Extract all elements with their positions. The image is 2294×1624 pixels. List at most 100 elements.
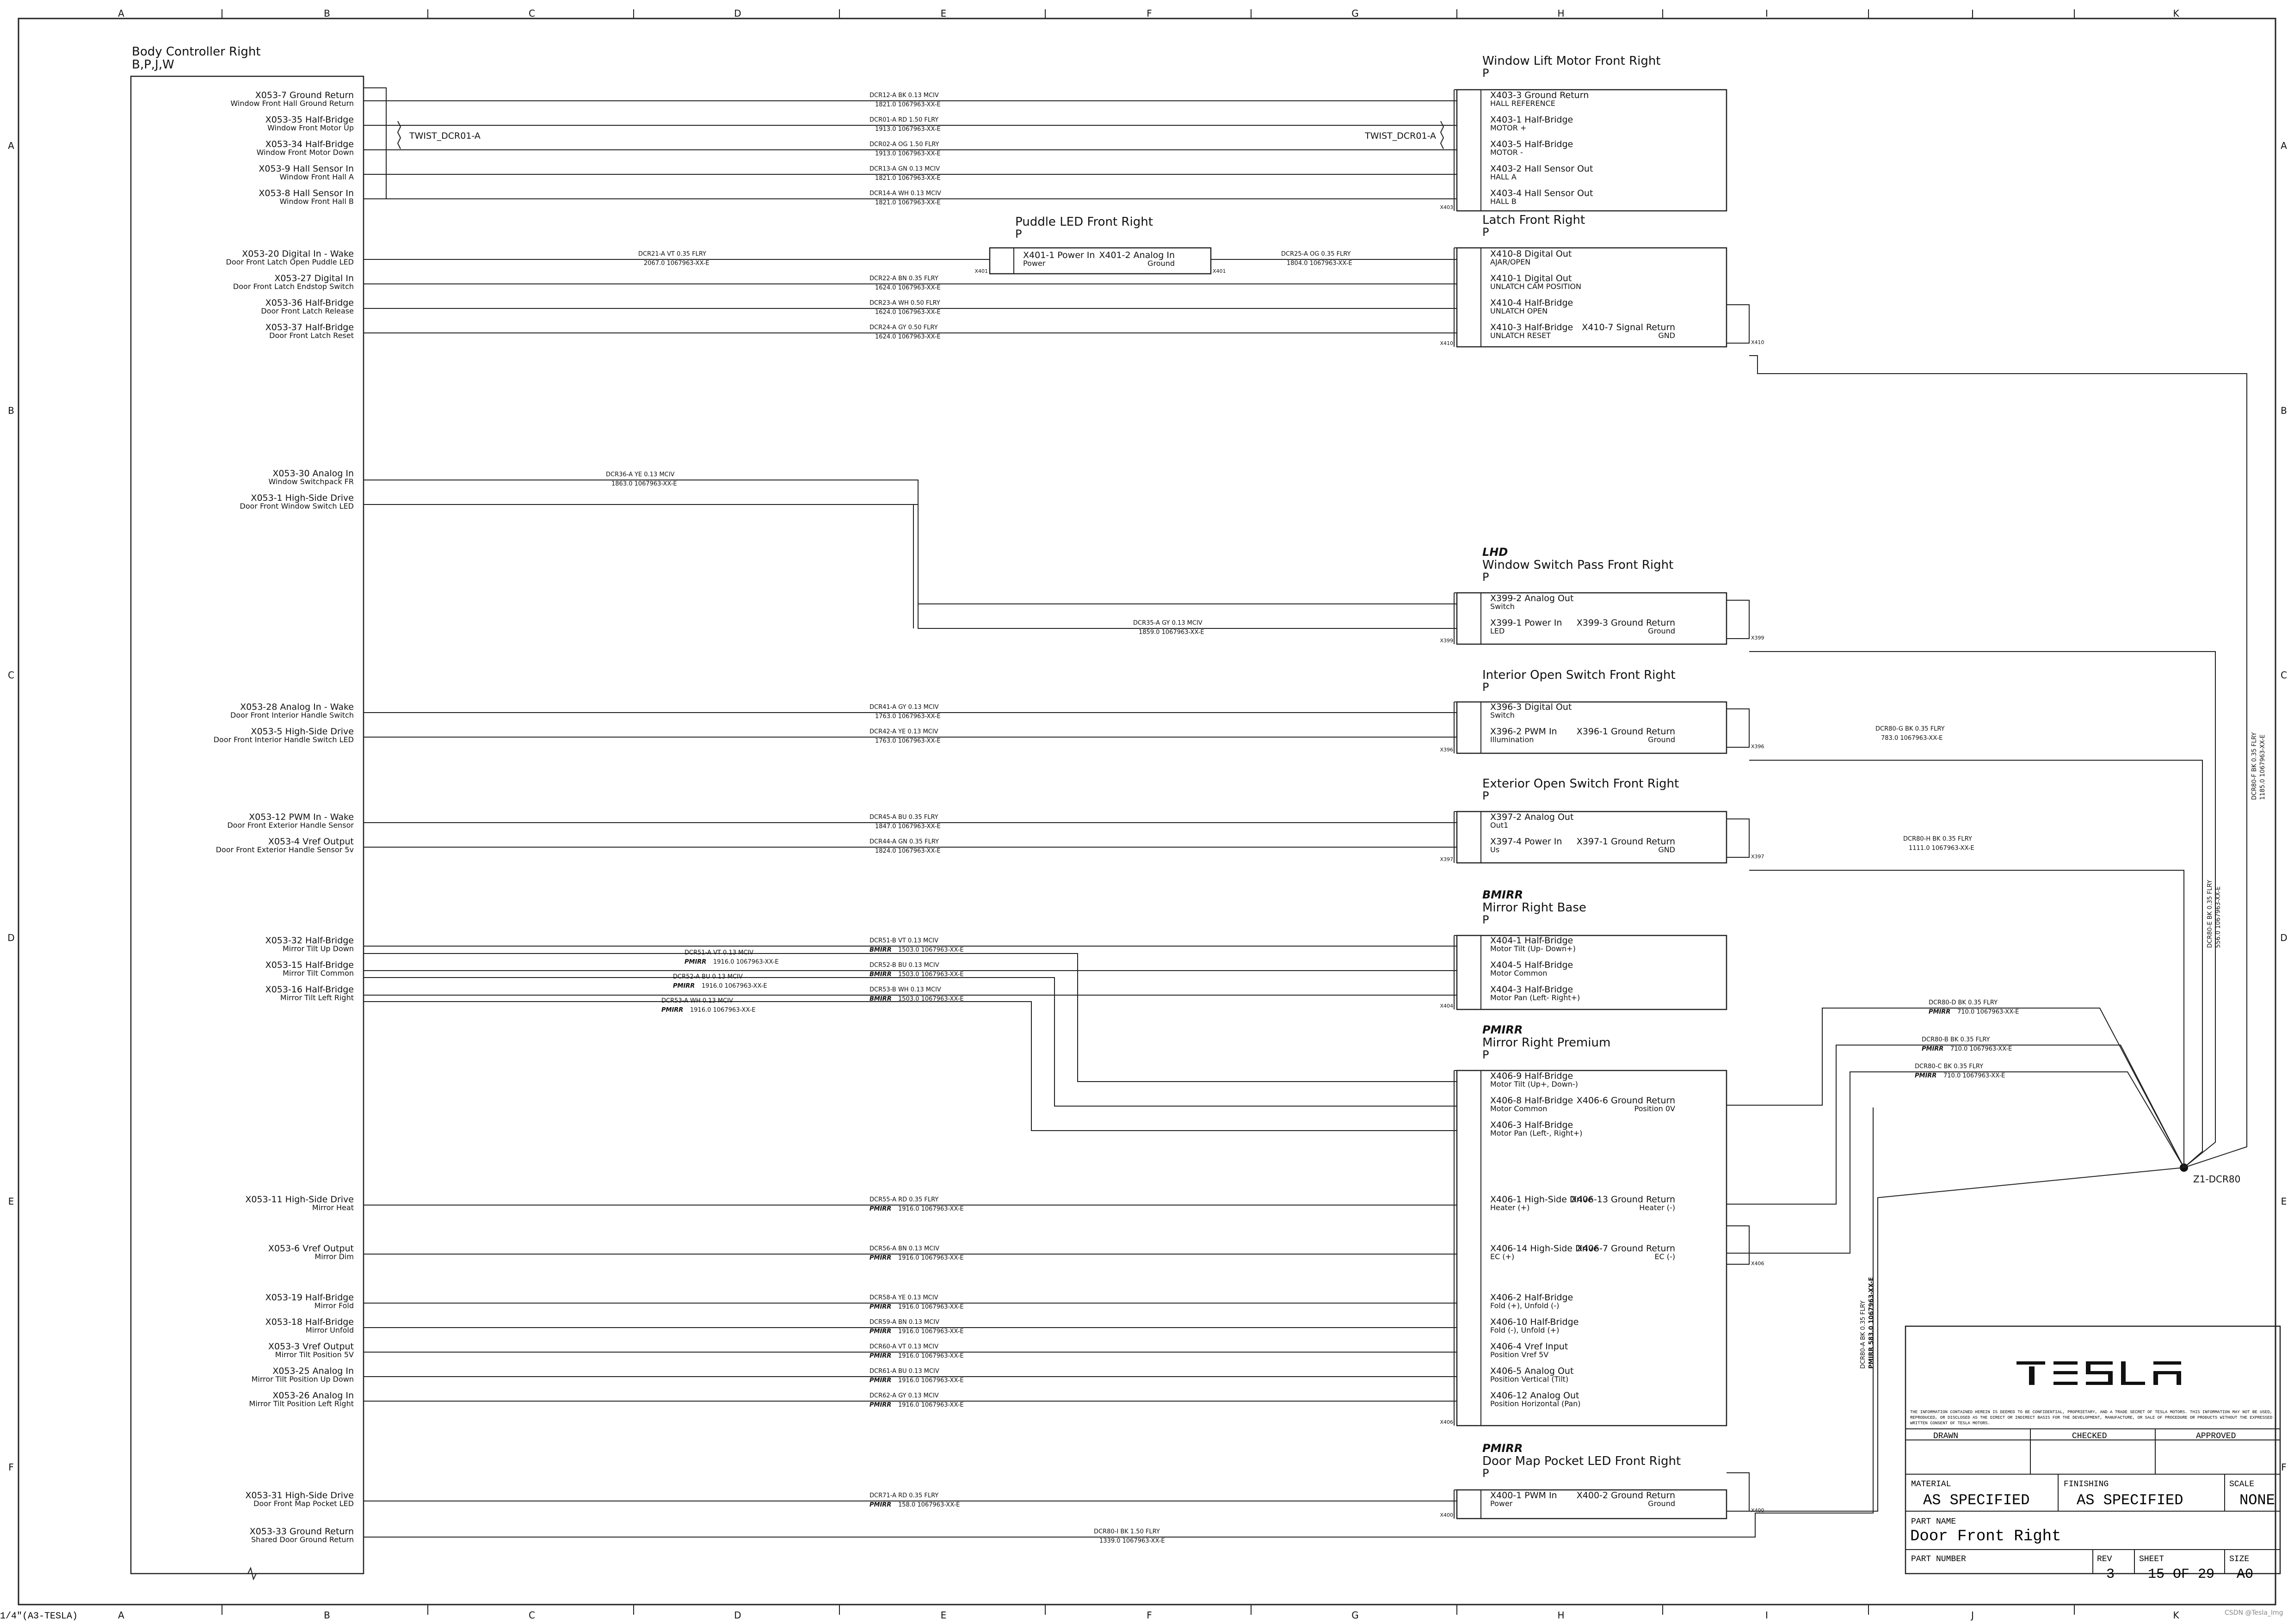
component-pin-label: X403-5 Half-Bridge: [1490, 139, 1573, 149]
ground-wire: [1749, 651, 2216, 1168]
grid-col-label-top: B: [324, 8, 330, 19]
wire-tag: PMIRR: [870, 1377, 891, 1384]
controller-pin-label: X053-18 Half-Bridge: [265, 1317, 354, 1327]
controller-pin-label: X053-3 Vref Output: [268, 1341, 354, 1352]
puddle-right-pin: X401-2 Analog In: [1099, 250, 1175, 260]
puddle-title: Puddle LED Front Right: [1015, 215, 1153, 229]
wire: [364, 977, 1457, 1107]
grid-row-label-right: B: [2281, 405, 2287, 416]
wire: [364, 504, 1457, 629]
controller-box: [130, 75, 364, 1575]
component-pin-label: X403-4 Hall Sensor Out: [1490, 188, 1593, 198]
wire-label: DCR58-A YE 0.13 MCIV: [870, 1294, 938, 1301]
grid-col-label-top: H: [1557, 8, 1564, 19]
ground-wire-label: DCR80-H BK 0.35 FLRY: [1903, 836, 1972, 843]
vwire-label: DCR80-A BK 0.35 FLRY: [1860, 1300, 1867, 1369]
vwire-sub: 1185.0 1067963-XX-E: [2259, 734, 2266, 800]
wire-label: DCR41-A GY 0.13 MCIV: [870, 704, 939, 711]
component-pin-desc: Switch: [1490, 711, 1515, 720]
wire-sub: 158.0 1067963-XX-E: [898, 1501, 960, 1508]
component-title: Exterior Open Switch Front Right: [1482, 777, 1679, 791]
controller-pin-label: X053-28 Analog In - Wake: [240, 702, 354, 712]
size-label: SIZE: [2229, 1555, 2250, 1564]
ground-wire-tag: PMIRR: [1929, 1009, 1950, 1015]
ground-wire-tag: PMIRR: [1922, 1046, 1943, 1052]
component-pin-desc: Out1: [1490, 821, 1508, 830]
title-block: THE INFORMATION CONTAINED HEREIN IS DEEM…: [1906, 1326, 2280, 1582]
watermark: CSDN @Tesla_Img: [2225, 1609, 2283, 1617]
component-pin-label: X406-10 Half-Bridge: [1490, 1317, 1579, 1327]
component-pin-label: X406-5 Analog Out: [1490, 1366, 1573, 1376]
grid-row-label-right: D: [2280, 932, 2287, 943]
component-pin-desc: MOTOR -: [1490, 148, 1523, 157]
wire-sub: 1916.0 1067963-XX-E: [898, 1377, 964, 1384]
component-pin-desc: HALL REFERENCE: [1490, 99, 1555, 108]
wire-tag: PMIRR: [870, 1255, 891, 1261]
connector-right-stub: [1727, 708, 1750, 748]
wire-sub: 1624.0 1067963-XX-E: [875, 309, 941, 316]
controller-pin-label: X053-16 Half-Bridge: [265, 984, 354, 995]
wire-label: DCR60-A VT 0.13 MCIV: [870, 1343, 938, 1350]
controller-pin-desc: Door Front Interior Handle Switch: [230, 711, 354, 720]
controller-pin-label: X053-1 High-Side Drive: [251, 493, 354, 503]
grid-col-label-bottom: H: [1557, 1610, 1564, 1621]
connector-right-stub: [1727, 1472, 1750, 1512]
twist-label: TWIST_DCR01-A: [409, 131, 481, 141]
wire: [364, 504, 914, 628]
wire-label: DCR02-A OG 1.50 FLRY: [870, 141, 939, 148]
sheet-border: [18, 18, 2276, 1606]
component-tag: BMIRR: [1482, 888, 1523, 901]
controller-pin-label: X053-5 High-Side Drive: [251, 726, 354, 737]
wire: [364, 953, 1457, 1082]
component-pin-label: X406-8 Half-Bridge: [1490, 1095, 1573, 1106]
component-pin-desc: Position Vref 5V: [1490, 1350, 1548, 1359]
controller-pin-desc: Door Front Latch Open Puddle LED: [226, 258, 354, 266]
component-right-pin-desc: GND: [1658, 331, 1675, 340]
controller-pin-desc: Door Front Window Switch LED: [240, 502, 354, 511]
component-variant: P: [1482, 67, 1489, 80]
grid-col-label-top: E: [941, 8, 947, 19]
wire-label: DCR52-B BU 0.13 MCIV: [870, 962, 939, 969]
wire-tag: BMIRR: [870, 947, 892, 953]
wire-sub: 1916.0 1067963-XX-E: [713, 959, 779, 966]
wire-sub: 1859.0 1067963-XX-E: [1139, 629, 1204, 636]
component-tag: PMIRR: [1482, 1442, 1523, 1455]
puddle-variant: P: [1015, 228, 1022, 240]
controller-pin-label: X053-30 Analog In: [272, 468, 354, 479]
twist-marker: [1440, 121, 1444, 149]
component-right-pin-label: X410-7 Signal Return: [1582, 322, 1675, 332]
grid-col-label-bottom: J: [1970, 1610, 1974, 1621]
sheet-value: 15 OF 29: [2148, 1567, 2215, 1582]
component-box: [1456, 1070, 1727, 1427]
puddle-connector-label: X401: [974, 268, 988, 274]
component-pin-label: X406-4 Vref Input: [1490, 1341, 1568, 1352]
controller-pin-desc: Window Front Hall Ground Return: [230, 99, 354, 108]
vwire-label: DCR80-E BK 0.35 FLRY: [2207, 880, 2214, 948]
component-pin-desc: Position Vertical (Tilt): [1490, 1375, 1568, 1384]
wire-tag: PMIRR: [870, 1501, 891, 1508]
ground-wire-label: DCR80-G BK 0.35 FLRY: [1875, 726, 1945, 732]
connector-right-stub: [1727, 304, 1750, 344]
puddle-left-pin: X401-1 Power In: [1023, 250, 1095, 260]
component-pin-desc: Power: [1490, 1499, 1513, 1508]
controller-pin-desc: Mirror Fold: [314, 1301, 354, 1310]
ground-wire-label: DCR80-B BK 0.35 FLRY: [1922, 1036, 1990, 1043]
controller-pin-desc: Window Switchpack FR: [269, 477, 354, 486]
connector-right-label: X396: [1751, 744, 1764, 750]
controller-pin-desc: Door Front Exterior Handle Sensor: [227, 821, 354, 830]
connector-break-mark: [247, 1567, 257, 1581]
component-pin-label: X410-3 Half-Bridge: [1490, 322, 1573, 332]
controller-pin-label: X053-25 Analog In: [272, 1366, 354, 1376]
component-pin-desc: Motor Tilt (Up- Down+): [1490, 944, 1576, 953]
wire-label: DCR61-A BU 0.13 MCIV: [870, 1368, 939, 1375]
controller-pin-label: X053-12 PWM In - Wake: [249, 812, 354, 822]
wire-tag: PMIRR: [673, 983, 695, 990]
wire-sub: 1916.0 1067963-XX-E: [898, 1255, 964, 1261]
wire-sub: 1821.0 1067963-XX-E: [875, 175, 941, 182]
wire-tag: PMIRR: [870, 1328, 891, 1335]
ground-wire: [1727, 1045, 2184, 1205]
grid-row-label-left: D: [7, 932, 14, 943]
grid-row-label-left: A: [8, 140, 14, 151]
component-pin-desc: Position Horizontal (Pan): [1490, 1399, 1581, 1408]
component-pin-label: X404-3 Half-Bridge: [1490, 984, 1573, 995]
